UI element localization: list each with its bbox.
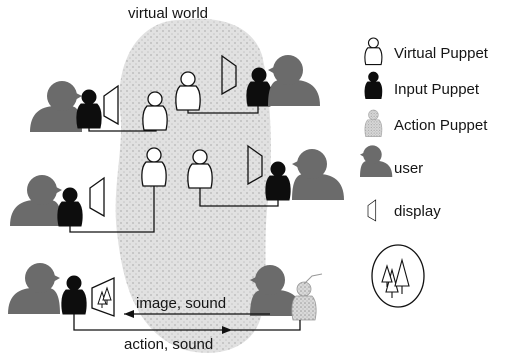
- row-3: image, sound action, sound: [8, 263, 323, 353]
- legend-label: user: [394, 160, 423, 177]
- user: [292, 149, 344, 200]
- arrowhead: [222, 326, 232, 334]
- connector-line: [199, 188, 279, 207]
- display: [103, 85, 119, 125]
- legend: Virtual Puppet Input Puppet Action Puppe…: [360, 37, 489, 222]
- tree-icon: [97, 286, 112, 308]
- input-puppet: [57, 187, 83, 227]
- display: [89, 177, 105, 217]
- action-puppet-icon: [364, 109, 383, 137]
- legend-item-virtual-puppet: Virtual Puppet: [364, 37, 489, 66]
- legend-label: Input Puppet: [394, 81, 480, 98]
- legend-label: Virtual Puppet: [394, 45, 489, 62]
- user: [268, 55, 320, 106]
- row-1: [30, 55, 320, 132]
- connector-line: [187, 106, 259, 114]
- action-puppet: [291, 281, 317, 321]
- virtual-puppet-icon: [364, 37, 383, 66]
- user: [10, 175, 62, 226]
- arrowhead: [124, 310, 134, 318]
- action-sound-label: action, sound: [124, 336, 213, 353]
- display: [91, 276, 115, 317]
- user-icon: [360, 145, 393, 177]
- legend-item-user: user: [360, 145, 423, 177]
- action-puppet-arm: [303, 273, 323, 285]
- input-puppet-icon: [364, 71, 383, 99]
- user: [8, 263, 60, 314]
- user: [30, 81, 82, 132]
- connector-line: [69, 186, 155, 233]
- connector-line: [88, 128, 157, 132]
- legend-label: Action Puppet: [394, 117, 488, 134]
- row-2: [10, 145, 344, 233]
- legend-item-action-puppet: Action Puppet: [364, 109, 488, 137]
- input-puppet: [61, 275, 87, 315]
- legend-item-display: display: [367, 199, 441, 222]
- trees-world-icon: [371, 244, 425, 308]
- image-sound-label: image, sound: [136, 295, 226, 312]
- legend-item-input-puppet: Input Puppet: [364, 71, 480, 99]
- connector-line: [73, 314, 301, 331]
- display-icon: [367, 199, 377, 222]
- diagram-title: virtual world: [128, 5, 208, 22]
- legend-label: display: [394, 203, 441, 220]
